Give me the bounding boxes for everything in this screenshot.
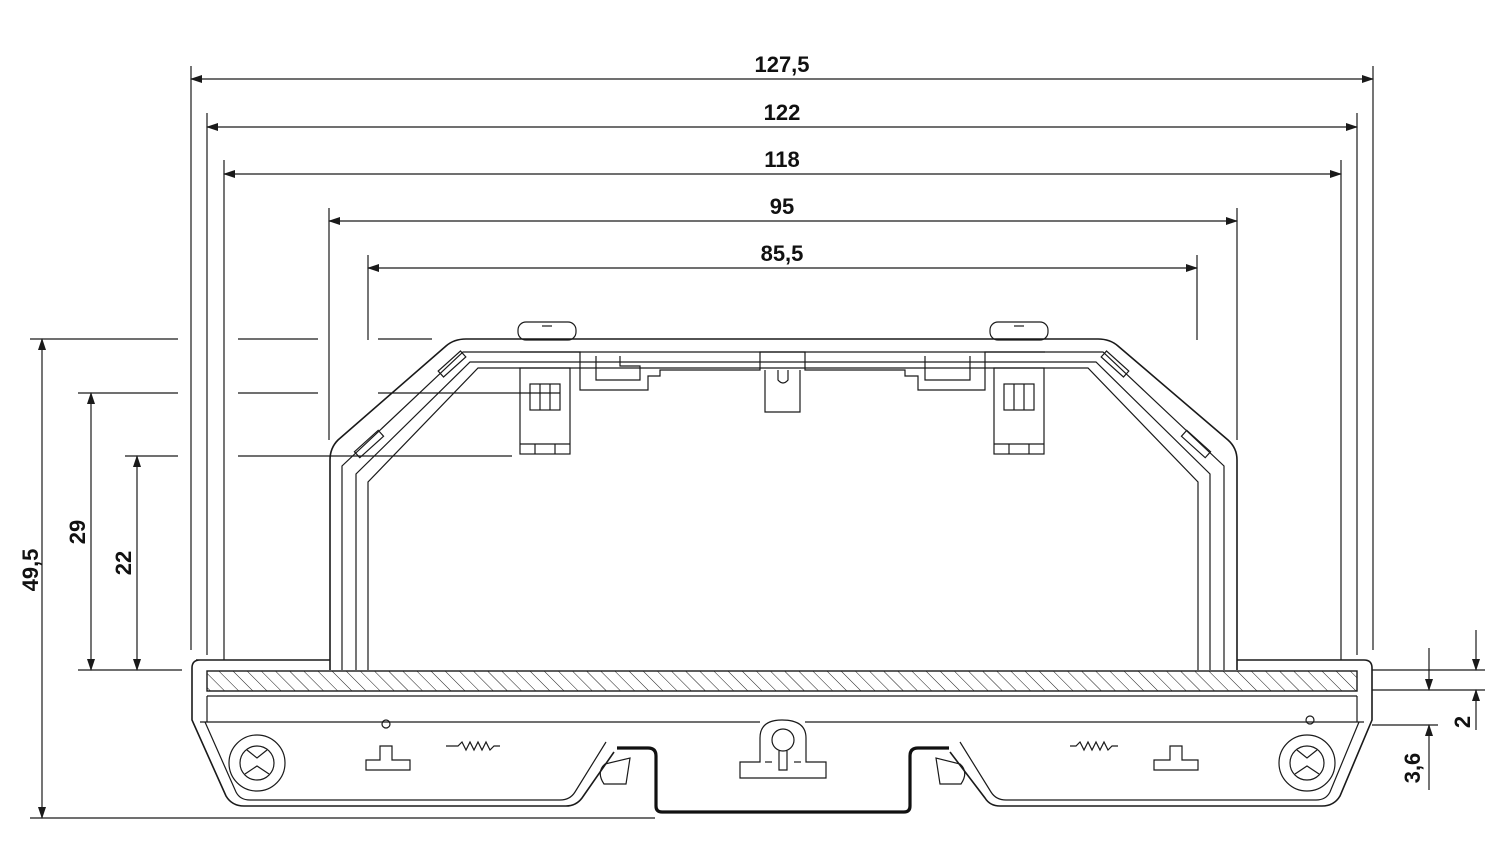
dim-label-95: 95: [770, 194, 794, 219]
din-rail: [617, 746, 949, 814]
dim-label-118: 118: [764, 147, 800, 172]
center-latch: [739, 719, 827, 779]
connector-right: [993, 367, 1045, 455]
dim-label-22: 22: [111, 551, 136, 575]
spring-left: [446, 740, 500, 752]
spring-right: [1070, 740, 1118, 752]
dim-label-3-6: 3,6: [1400, 753, 1425, 784]
housing-cover: [329, 321, 1238, 670]
horizontal-dimensions: 127,5 122 118 95 85,5: [190, 52, 1374, 660]
screw-right: [989, 321, 1049, 341]
small-dimensions: 3,6 2: [1372, 630, 1485, 790]
screw-left: [517, 321, 577, 341]
mount-hole-right: [1278, 734, 1336, 792]
dim-label-85-5: 85,5: [761, 241, 804, 266]
mount-hole-left: [228, 734, 286, 792]
dim-label-127-5: 127,5: [754, 52, 809, 77]
pcb-board: [206, 670, 1358, 692]
connector-left: [519, 367, 571, 455]
dim-label-29: 29: [65, 520, 90, 544]
dim-label-2: 2: [1450, 716, 1475, 728]
dim-label-49-5: 49,5: [18, 549, 43, 592]
housing-base: [191, 659, 1373, 807]
dim-label-122: 122: [764, 100, 801, 125]
vertical-dimensions: 49,5 29 22: [18, 338, 655, 819]
